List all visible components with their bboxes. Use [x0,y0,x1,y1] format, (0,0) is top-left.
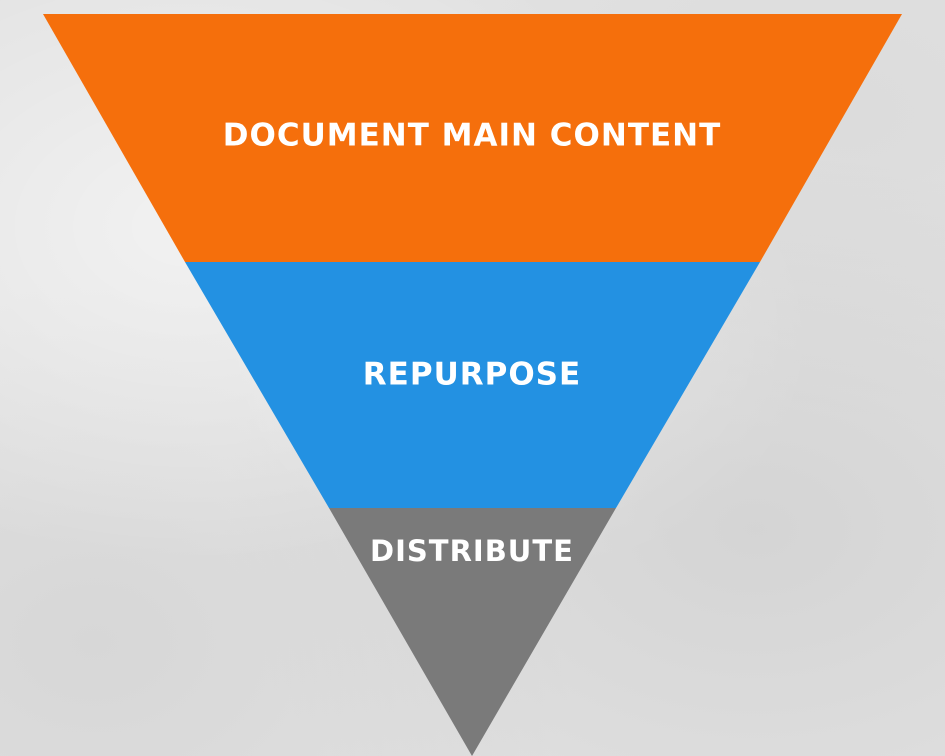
funnel-stage-bottom [329,508,616,756]
funnel-stage-top [43,14,902,262]
funnel-stage-middle [185,262,760,508]
stage-label-repurpose: REPURPOSE [363,357,581,393]
stage-label-document-main-content: DOCUMENT MAIN CONTENT [223,118,722,154]
stage-label-distribute: DISTRIBUTE [370,534,574,568]
